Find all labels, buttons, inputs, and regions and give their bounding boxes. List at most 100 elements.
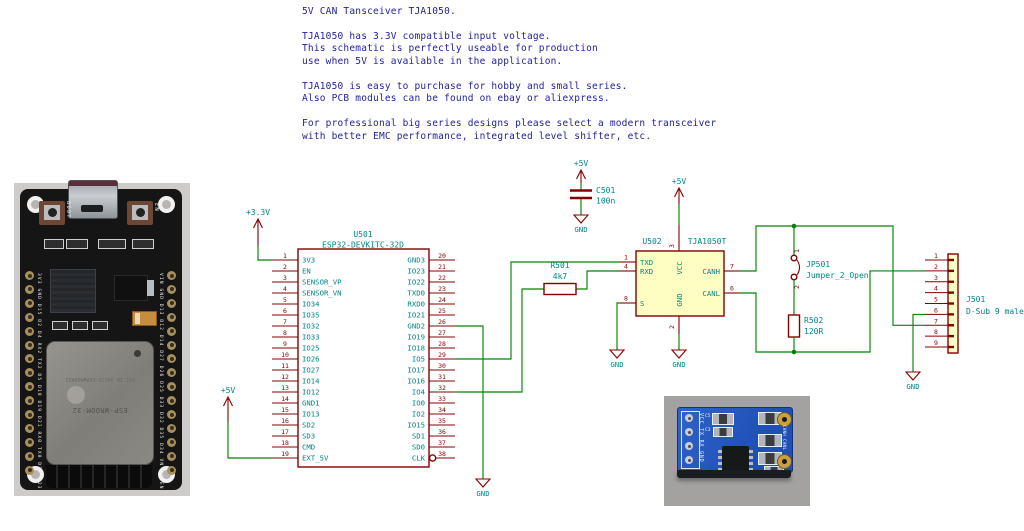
header-pin-pad xyxy=(25,298,34,308)
u501-pin-name: IO27 xyxy=(302,366,320,375)
tja1050-module-photo: VCC TX RX GND C5 C3 CANH CANL xyxy=(664,396,810,506)
module-pin-labels: VCC TX RX GND xyxy=(698,413,704,463)
j501-pin-num: 4 xyxy=(934,285,938,293)
u502-pin-num: 3 xyxy=(668,244,676,248)
wire-j501-gnd xyxy=(912,313,925,372)
mounting-hole xyxy=(158,196,175,213)
jp501-ref: JP501 xyxy=(806,260,830,269)
u501-pin-name: IO2 xyxy=(412,410,425,419)
u501-pin-name: GND3 xyxy=(407,256,425,265)
jp501-lever xyxy=(796,259,801,276)
gnd-label-s: GND xyxy=(610,360,623,369)
notes-line: 5V CAN Tansceiver TJA1050. xyxy=(302,6,456,17)
u501-pin-num: 4 xyxy=(283,285,287,293)
u501-pin-num: 10 xyxy=(281,351,289,359)
u501-pin-num: 37 xyxy=(438,439,446,447)
header-pin-pad xyxy=(167,465,176,475)
u501-pin-num: 31 xyxy=(438,373,446,381)
smd-resistor xyxy=(758,434,782,447)
header-pad xyxy=(685,442,693,450)
tantalum-capacitor xyxy=(132,311,157,326)
header-pin-pad xyxy=(25,465,34,475)
header-pin-pad xyxy=(25,340,34,350)
u501-pin-name: IO33 xyxy=(302,333,320,342)
boot-button xyxy=(39,201,65,225)
pin-labels-left: 3V3 GND D15 D2 D4 RX2 TX2 D5 D18 D19 D21… xyxy=(36,273,41,490)
u501-pin-num: 15 xyxy=(281,406,289,414)
jp501-value: Jumper_2_Open xyxy=(806,271,869,280)
u501-pin-num: 1 xyxy=(283,252,287,260)
r502-ref: R502 xyxy=(804,316,823,325)
j501-pin-num: 9 xyxy=(934,339,938,347)
u501-pin-name: RXD0 xyxy=(407,300,425,309)
u501-pin-num: 24 xyxy=(438,296,446,304)
p33v-symbol xyxy=(253,217,263,246)
r502-body xyxy=(787,314,801,338)
p5v-label-u502: +5V xyxy=(672,177,687,186)
wire-ext5v xyxy=(227,422,272,459)
header-pin-pad xyxy=(25,368,34,378)
notes-line: TJA1050 is easy to purchase for hobby an… xyxy=(302,80,628,92)
u501-pin-num: 33 xyxy=(438,395,446,403)
header-pin-pad xyxy=(167,271,176,280)
u502-pin-name-rxd: RXD xyxy=(640,267,653,276)
u501-pin-num: 11 xyxy=(281,362,289,370)
u501-pin-num: 26 xyxy=(438,318,446,326)
chip-leg xyxy=(749,456,753,459)
header-pin-pad xyxy=(167,368,176,378)
wire-canh xyxy=(740,225,925,326)
gnd-label-u502: GND xyxy=(672,360,685,369)
header-pin-pad xyxy=(25,382,34,392)
header-pin-pad xyxy=(167,354,176,364)
esp32-chip xyxy=(50,269,96,313)
gnd-symbol-esp xyxy=(474,478,492,488)
j501-ref: J501 xyxy=(966,295,985,304)
u501-pin-num: 12 xyxy=(281,373,289,381)
header-pin-pad xyxy=(25,326,34,336)
u501-pin-name: IO5 xyxy=(412,355,425,364)
u501-pin-num: 21 xyxy=(438,263,446,271)
header-pin-pad xyxy=(25,396,34,406)
header-pin-pad xyxy=(25,271,34,280)
u501-pin-name: GND2 xyxy=(407,322,425,331)
u501-pin-num: 16 xyxy=(281,417,289,425)
j501-pin-num: 7 xyxy=(934,317,938,325)
r502-value: 120R xyxy=(804,327,823,336)
u501-clk-bubble xyxy=(428,454,437,462)
cap-label-c5: C5 xyxy=(705,414,711,419)
gnd-label-j501: GND xyxy=(906,382,919,391)
wire-s-gnd xyxy=(616,302,620,350)
header-pin-pad xyxy=(167,284,176,294)
smd-component xyxy=(44,239,64,249)
u501-pin-num: 17 xyxy=(281,428,289,436)
u501-pin-name: IO26 xyxy=(302,355,320,364)
en-button xyxy=(127,201,153,225)
j501-pin-num: 8 xyxy=(934,328,938,336)
u501-pin-name: IO4 xyxy=(412,388,426,397)
notes-line: TJA1050 has 3.3V compatible input voltag… xyxy=(302,30,551,42)
u501-pin-num: 34 xyxy=(438,406,446,414)
u502-pin-name-gnd: GND xyxy=(675,293,684,306)
u502-pin-name-canl: CANL xyxy=(702,289,720,298)
u502-pin-num: 4 xyxy=(624,263,628,271)
header-pin-pad xyxy=(25,451,34,461)
u502-pin-name-canh: CANH xyxy=(702,267,720,276)
c501-ref: C501 xyxy=(596,186,615,195)
chip-leg xyxy=(749,450,753,453)
u501-pin-num: 22 xyxy=(438,274,446,282)
u502-pin-num: 2 xyxy=(668,325,676,329)
notes: 5V CAN Tansceiver TJA1050. TJA1050 has 3… xyxy=(302,6,772,143)
u501-value: ESP32-DEVKITC-32D xyxy=(322,241,404,250)
smd-component xyxy=(132,239,154,249)
notes-line: with better EMC performance, integrated … xyxy=(302,130,652,142)
j501-pin-num: 3 xyxy=(934,274,938,282)
u501-pin-num: 3 xyxy=(283,274,287,282)
u501-pin-num: 28 xyxy=(438,340,446,348)
u501-pin-name: GND1 xyxy=(302,399,320,408)
gnd-label-c501: GND xyxy=(574,225,587,234)
wire-gnd2 xyxy=(455,325,484,479)
u501-pin-num: 27 xyxy=(438,329,446,337)
u501-pin-name: IO13 xyxy=(302,410,320,419)
